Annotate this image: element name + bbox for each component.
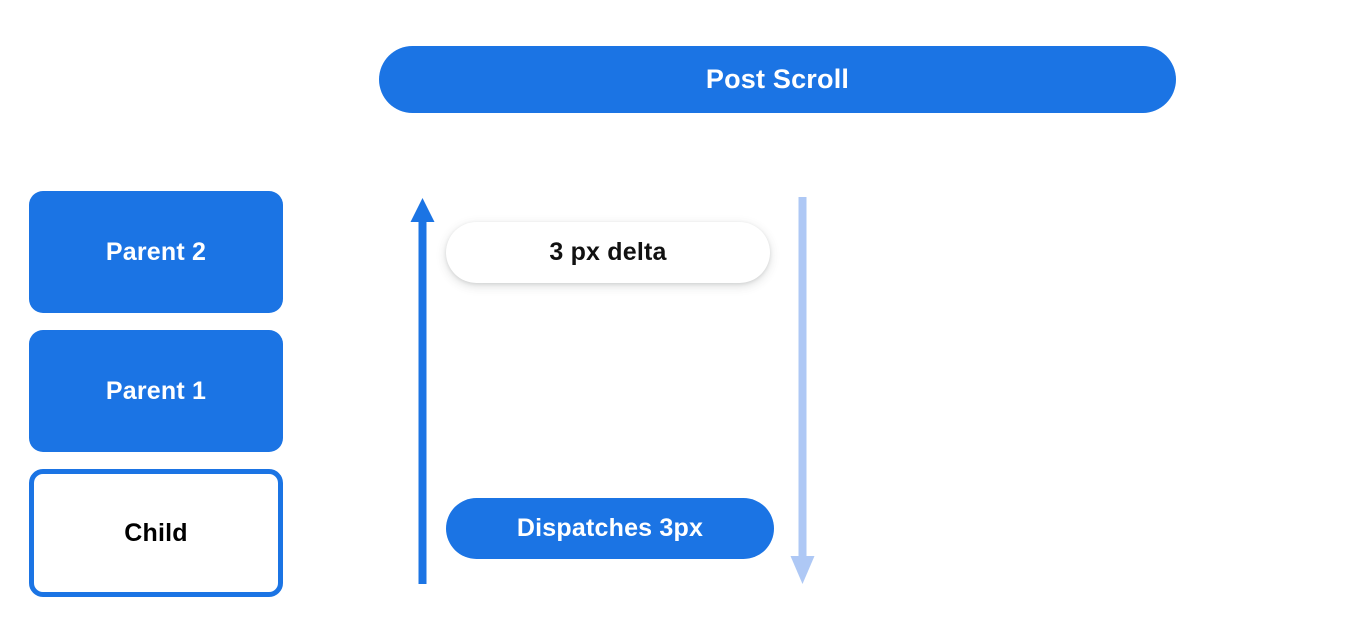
stack-gap-2 <box>29 452 283 469</box>
stack-gap-1 <box>29 313 283 330</box>
scroll-dispatch-down-arrow-icon <box>790 197 815 584</box>
node-child: Child <box>29 469 283 597</box>
dispatch-annotation-pill: Dispatches 3px <box>446 498 774 559</box>
node-child-label: Child <box>124 518 188 547</box>
page-title: Post Scroll <box>705 64 850 94</box>
node-stack: Parent 2 Parent 1 Child <box>29 191 283 597</box>
delta-annotation-pill: 3 px delta <box>446 222 770 283</box>
scroll-propagation-up-arrow-icon <box>410 198 435 584</box>
dispatch-annotation-label: Dispatches 3px <box>516 514 704 542</box>
node-parent-2: Parent 2 <box>29 191 283 313</box>
node-parent-1-label: Parent 1 <box>105 376 207 405</box>
delta-annotation-label: 3 px delta <box>549 238 667 266</box>
node-parent-1: Parent 1 <box>29 330 283 452</box>
diagram-title-pill: Post Scroll <box>379 46 1176 113</box>
node-parent-2-label: Parent 2 <box>105 237 207 266</box>
